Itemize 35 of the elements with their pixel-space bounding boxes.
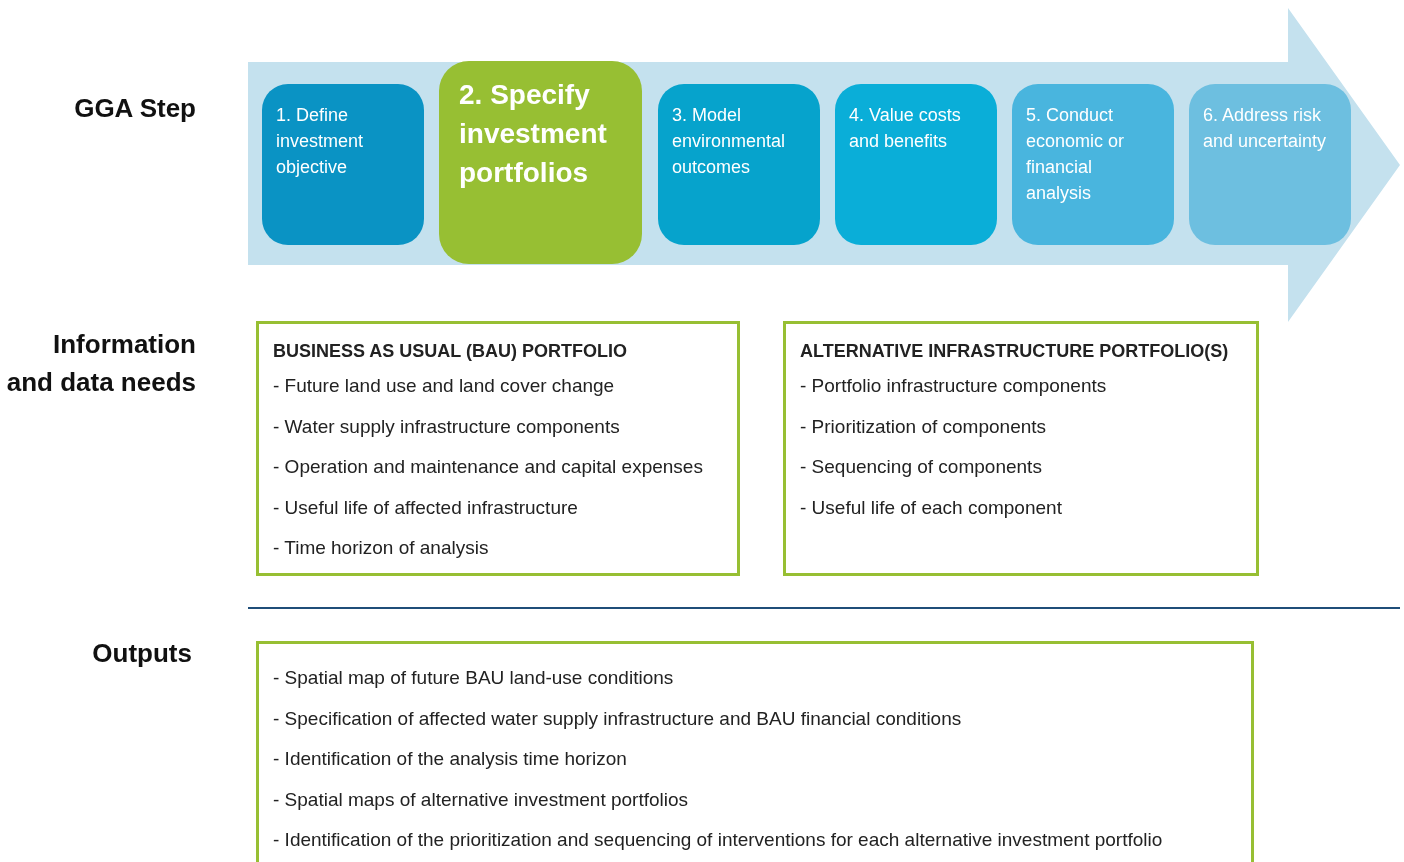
list-item: - Identification of the analysis time horizon <box>273 747 628 771</box>
list-item: - Time horizon of analysis <box>273 536 490 560</box>
step-label: 5. Conduct economic or financial analysis <box>1026 104 1126 205</box>
list-item: - Useful life of each component <box>800 495 1063 520</box>
list-item: - Specification of affected water supply infrastructure and BAU financial conditions <box>273 706 963 731</box>
list-item: - Water supply infrastructure components <box>273 414 621 439</box>
list-item: - Identification of the prioritization and sequencing of interventions for each alternative investment portfolio <box>273 828 1164 852</box>
list-item: - Prioritization of components <box>800 414 1048 439</box>
list-item: - Sequencing of components <box>800 455 1043 479</box>
step-label: 2. Specify investment portfolios <box>459 78 608 190</box>
step-label: 6. Address risk and uncertainty <box>1203 104 1328 153</box>
row-heading: Information and data needs <box>5 328 196 399</box>
list-item: - Spatial map of future BAU land-use conditions <box>273 666 675 690</box>
outputs-box <box>256 641 1254 862</box>
step-label: 1. Define investment objective <box>276 104 365 179</box>
list-item: - Portfolio infrastructure components <box>800 374 1108 398</box>
step-label: 4. Value costs and benefits <box>849 104 962 153</box>
list-item: - Future land use and land cover change <box>273 374 616 398</box>
process-arrow-band <box>248 8 1400 322</box>
step-box <box>835 84 997 245</box>
portfolio-box <box>783 321 1259 576</box>
step-box <box>658 84 820 245</box>
step-box <box>1189 84 1351 245</box>
step-box <box>262 84 424 245</box>
row-heading: Outputs <box>91 637 192 670</box>
step-box <box>439 61 642 264</box>
row-heading: GGA Step <box>73 92 196 125</box>
portfolio-heading: BUSINESS AS USUAL (BAU) PORTFOLIO <box>273 340 628 363</box>
portfolio-heading: ALTERNATIVE INFRASTRUCTURE PORTFOLIO(S) <box>800 340 1230 363</box>
list-item: - Useful life of affected infrastructure <box>273 495 579 520</box>
step-label: 3. Model environmental outcomes <box>672 104 787 179</box>
portfolio-box <box>256 321 740 576</box>
step-box <box>1012 84 1174 245</box>
list-item: - Spatial maps of alternative investment portfolios <box>273 787 690 812</box>
list-item: - Operation and maintenance and capital expenses <box>273 455 704 479</box>
